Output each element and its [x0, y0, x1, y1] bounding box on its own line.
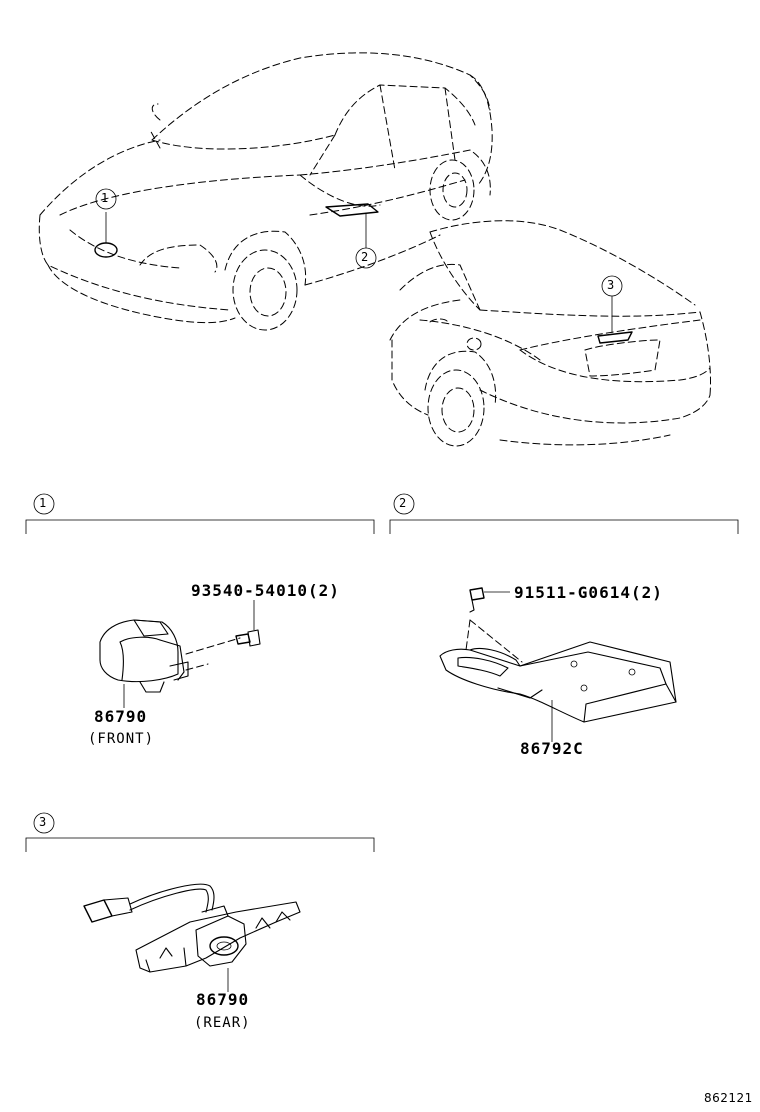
bracket-drawing [439, 587, 677, 742]
callout-1: 1 [101, 191, 109, 205]
section-3-number: 3 [39, 815, 47, 829]
callout-marks [95, 188, 623, 297]
bolt-part-number-1: 93540-54010(2) [191, 581, 340, 600]
rear-camera-caption: (REAR) [194, 1015, 251, 1031]
callout-2: 2 [361, 250, 369, 264]
rear-camera-drawing [83, 883, 301, 992]
front-sensor-part-number: 86790 [94, 707, 148, 726]
car-rear-view [389, 220, 711, 447]
section-2-number: 2 [399, 496, 407, 510]
rear-camera-part-number: 86790 [196, 990, 250, 1009]
callout-3: 3 [607, 278, 615, 292]
front-sensor-drawing [99, 600, 261, 708]
car-front-view [38, 52, 493, 331]
section-1-number: 1 [39, 496, 47, 510]
section-frames [25, 493, 739, 852]
front-sensor-caption: (FRONT) [88, 731, 155, 747]
bracket-part-number: 86792C [520, 739, 584, 758]
figure-number: 862121 [704, 1091, 753, 1105]
bolt-part-number-2: 91511-G0614(2) [514, 583, 663, 602]
